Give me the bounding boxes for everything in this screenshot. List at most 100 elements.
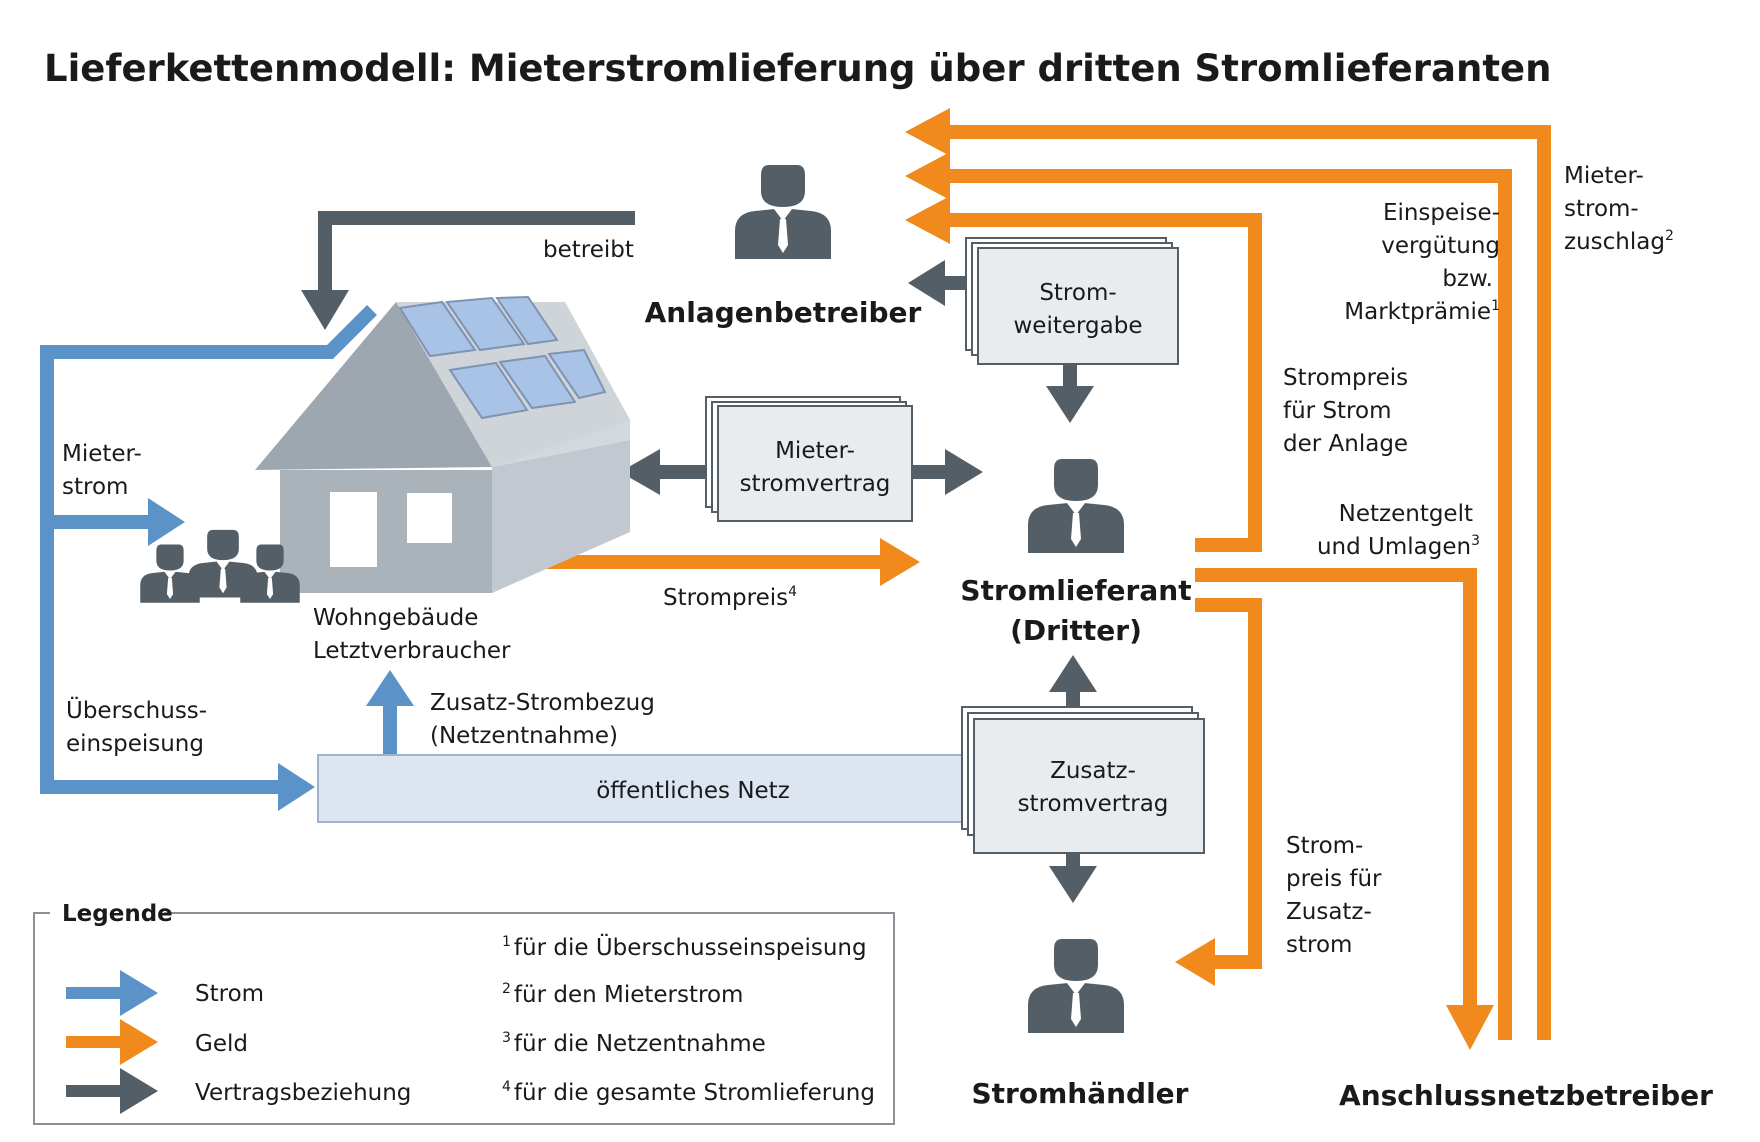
arrowhead-to-building [620,449,660,495]
contract-stromweitergabe-line1: Strom- [1039,280,1116,306]
label-einspeise-2: vergütung [1381,233,1500,259]
label-zusatzpreis-3: Zusatz- [1286,899,1372,925]
person-icon [735,165,831,259]
public-grid-label: öffentliches Netz [596,778,790,804]
contract-mieterstromvertrag[interactable]: Mieter- stromvertrag [705,396,913,522]
contract-arrows [301,211,1097,903]
label-einspeise-4: Marktprämie1 [1344,298,1500,325]
power-flows [40,305,414,811]
flow-mieterstromzuschlag [950,125,1551,1040]
legend-geld-label: Geld [195,1031,248,1057]
arrowhead-to-stromlieferant [1046,386,1094,423]
public-grid[interactable]: öffentliches Netz [317,754,979,823]
contract-zusatzstromvertrag-line2: stromvertrag [1018,791,1169,817]
contract-stromweitergabe-line2: weitergabe [1013,313,1142,339]
legend-strom-label: Strom [195,981,264,1007]
actor-stromhaendler[interactable]: Stromhändler [972,939,1189,1110]
house-door [330,492,377,567]
label-mieterstrom-1: Mieter- [62,441,142,467]
label-betreibt: betreibt [543,237,634,263]
arrowhead-strompreis-anlage [905,196,950,244]
household-icon [140,529,300,603]
arrowhead-zusatz-strombezug [366,670,414,706]
label-strompreis-anlage-3: der Anlage [1283,431,1408,457]
contract-zusatzstromvertrag-line1: Zusatz- [1050,758,1136,784]
actor-anschlussnetzbetreiber-label[interactable]: Anschlussnetzbetreiber [1339,1079,1713,1112]
label-ueberschuss-2: einspeisung [66,731,204,757]
solar-panels [398,295,607,420]
label-ueberschuss-1: Überschuss- [66,696,207,724]
label-zuschlag-3: zuschlag2 [1564,228,1674,255]
arrowhead-to-lieferant [945,449,983,495]
label-strompreis-anlage-2: für Strom [1283,398,1392,424]
person-icon [1028,939,1124,1033]
arrowhead-to-stromhaendler [1049,866,1097,903]
actor-stromhaendler-label: Stromhändler [972,1077,1189,1110]
actor-stromlieferant[interactable]: Stromlieferant (Dritter) [960,459,1192,647]
label-zusatzbezug-2: (Netzentnahme) [430,723,618,749]
arrowhead-strompreis [880,538,920,586]
actor-anlagenbetreiber[interactable]: Anlagenbetreiber [645,165,922,329]
house-window [407,493,452,543]
flow-labels: betreibt Mieter- strom Überschuss- einsp… [62,163,1674,958]
public-grid-bar[interactable] [317,754,979,823]
legend-title: Legende [62,901,173,927]
arrowhead-mieterstromzuschlag [905,108,950,156]
label-zusatzpreis-2: preis für [1286,866,1382,892]
contract-mieterstromvertrag-line1: Mieter- [775,438,855,464]
arrowhead-to-anlagenbetreiber [908,260,945,306]
actor-stromlieferant-label-1: Stromlieferant [960,574,1191,607]
contract-zusatzstromvertrag[interactable]: Zusatz- stromvertrag [961,706,1205,854]
flow-netzentgelt [1195,568,1477,1005]
flow-einspeiseverguetung [950,169,1512,1040]
label-strompreis: Strompreis4 [663,584,797,611]
arrowhead-einspeiseverguetung [905,152,950,200]
arrowhead-mieterstrom [148,498,185,546]
legend-vertrag-arrowhead [120,1068,158,1114]
person-icon [1028,459,1124,553]
legend-vertrag-label: Vertragsbeziehung [195,1080,411,1106]
contract-stromweitergabe[interactable]: Strom- weitergabe [965,237,1179,365]
legend-border [33,912,895,1125]
label-mieterstrom-2: strom [62,474,128,500]
actor-stromlieferant-label-2: (Dritter) [1010,614,1142,647]
document-icon [717,405,913,522]
arrowhead-up-to-lieferant [1049,655,1097,692]
flow-strompreis-anlage [950,213,1262,552]
label-zuschlag-1: Mieter- [1564,163,1644,189]
diagram-title: Lieferkettenmodell: Mieterstromlieferung… [44,47,1551,90]
arrowhead-ueberschuss [278,763,315,811]
arrowhead-betreibt [301,290,349,330]
label-netzentgelt-1: Netzentgelt [1339,501,1473,527]
house-icon [255,295,630,593]
legend-geld-arrowhead [120,1019,158,1065]
label-wohngebaeude-1: Wohngebäude [313,605,478,631]
label-zusatzbezug-1: Zusatz-Strombezug [430,690,655,716]
label-zuschlag-2: strom- [1564,196,1639,222]
arrowhead-strompreis-zusatzstrom [1175,938,1215,986]
actor-anlagenbetreiber-label: Anlagenbetreiber [645,296,922,329]
document-icon [973,718,1205,854]
label-zusatzpreis-4: strom [1286,932,1352,958]
label-zusatzpreis-1: Strom- [1286,833,1363,859]
legend-strom-arrowhead [120,970,158,1016]
label-einspeise-1: Einspeise- [1383,200,1500,226]
money-flows [530,108,1551,1050]
label-einspeise-3: bzw. [1442,266,1493,292]
flow-ueberschusseinspeisung [40,305,377,794]
arrowhead-netzentgelt [1446,1005,1494,1050]
label-wohngebaeude-2: Letztverbraucher [313,638,511,664]
document-icon [977,247,1179,365]
contract-mieterstromvertrag-line2: stromvertrag [740,471,891,497]
label-netzentgelt-2: und Umlagen3 [1317,533,1480,560]
flow-betreibt [318,211,635,290]
label-strompreis-anlage-1: Strompreis [1283,365,1408,391]
flow-strompreis-zusatzstrom [1195,598,1262,969]
